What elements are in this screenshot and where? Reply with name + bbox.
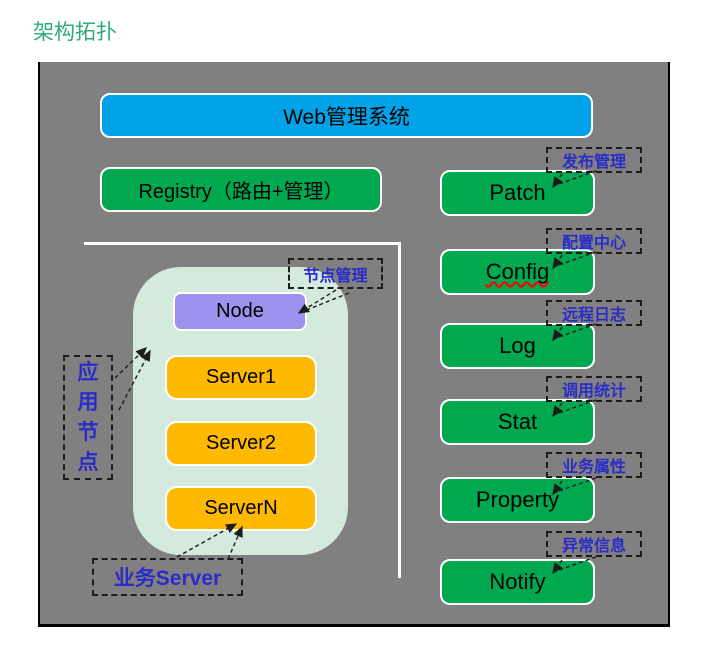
notify-box: Notify — [440, 559, 595, 605]
config-annotation-text: 配置中心 — [561, 235, 626, 252]
server1-box: Server1 — [165, 355, 317, 400]
stat-annotation-text: 调用统计 — [561, 383, 626, 400]
patch-box: Patch — [440, 170, 595, 216]
notify-annotation: 异常信息 — [546, 531, 642, 557]
notify-label: Notify — [489, 569, 546, 594]
config-box: Config — [440, 249, 595, 295]
node-box: Node — [173, 292, 307, 331]
property-annotation: 业务属性 — [546, 452, 642, 478]
node-label: Node — [216, 300, 264, 322]
web-management-system-label: Web管理系统 — [283, 105, 410, 129]
patch-annotation-text: 发布管理 — [561, 154, 626, 171]
server2-box: Server2 — [165, 421, 317, 466]
stat-annotation: 调用统计 — [546, 376, 642, 402]
config-annotation: 配置中心 — [546, 228, 642, 254]
application-node-annotation: 应用节点 — [63, 355, 113, 480]
property-annotation-text: 业务属性 — [561, 459, 626, 476]
property-label: Property — [475, 487, 560, 512]
page-title: 架构拓扑 — [33, 21, 117, 44]
registry-box: Registry（路由+管理） — [100, 167, 382, 212]
stat-label: Stat — [497, 409, 538, 434]
divider-line-vertical — [398, 242, 401, 578]
patch-label: Patch — [489, 180, 546, 205]
servern-box: ServerN — [165, 486, 317, 531]
business-server-annotation-text: 业务Server — [113, 567, 222, 590]
application-node-annotation-text: 应用节点 — [77, 360, 99, 474]
log-annotation: 远程日志 — [546, 300, 642, 326]
server1-label: Server1 — [205, 366, 277, 388]
node-management-annotation: 节点管理 — [288, 258, 383, 289]
divider-line-horizontal — [84, 242, 401, 245]
web-management-system-box: Web管理系统 — [100, 93, 593, 138]
patch-annotation: 发布管理 — [546, 147, 642, 173]
log-annotation-text: 远程日志 — [561, 307, 626, 324]
registry-label: Registry（路由+管理） — [138, 181, 344, 203]
property-box: Property — [440, 477, 595, 523]
business-server-annotation: 业务Server — [92, 558, 243, 596]
log-label: Log — [499, 333, 536, 358]
server2-label: Server2 — [205, 432, 277, 454]
notify-annotation-text: 异常信息 — [561, 538, 626, 555]
diagram-panel: Web管理系统 Registry（路由+管理） Node Server1 Ser… — [38, 62, 670, 627]
node-management-annotation-text: 节点管理 — [303, 267, 368, 285]
config-label: Config — [485, 259, 550, 284]
log-box: Log — [440, 323, 595, 369]
stat-box: Stat — [440, 399, 595, 445]
servern-label: ServerN — [204, 497, 278, 519]
